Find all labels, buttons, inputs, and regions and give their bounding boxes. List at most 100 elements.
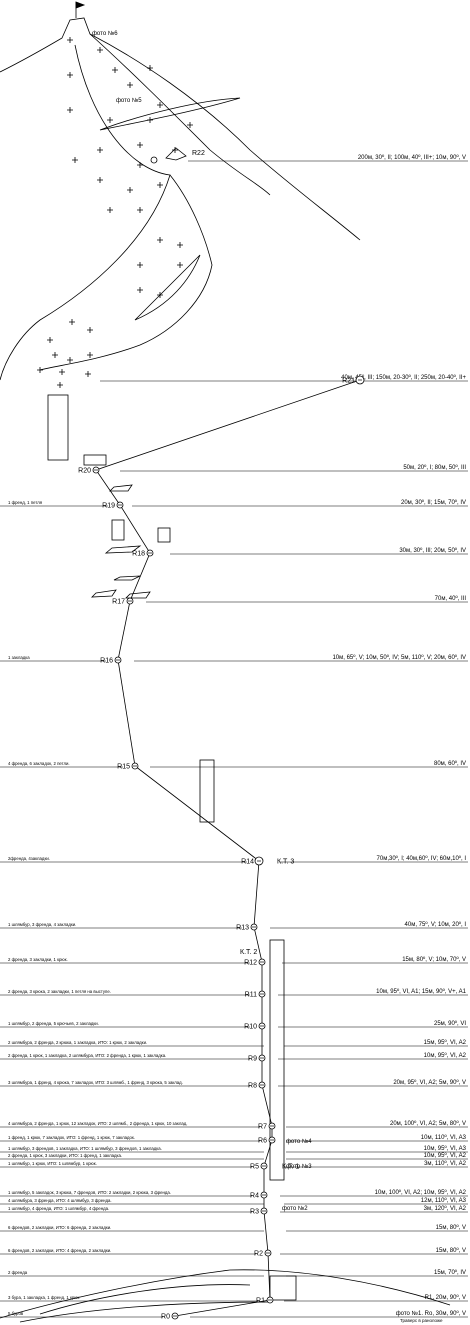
station-label: R15 (117, 764, 130, 771)
station-label: R19 (102, 503, 115, 510)
pitch-description: 80м, 60º, IV (434, 760, 466, 767)
gear-list: 2 френда, 1 крюк, 3 закладки, ИТО: 1 фре… (8, 1153, 122, 1158)
snow-cross (52, 352, 58, 358)
station-label: R7 (258, 1124, 267, 1131)
pitch-row: 70м,30º, I; 40м,60º, IV; 60м,10º, I 2френ… (0, 855, 468, 866)
base-slope (0, 1269, 451, 1319)
pitch-row: 3м, 110º, VI, A2 1 шлямбур, 1 крюк, ИТО: … (0, 1160, 468, 1171)
station-label: R22 (192, 150, 205, 157)
gear-list: 6 френдов, 2 закладки, ИТО: 6 френда, 2 … (8, 1225, 111, 1230)
snow-cross (97, 147, 103, 153)
pitch-description: фото №1. Ro, 30м, 90º, V (396, 1310, 466, 1317)
pitch-row: 10м, 100º, VI, A2; 10м, 95º, VI, A21 шля… (0, 1189, 468, 1200)
pitch-description: 30м, 30º, III; 20м, 50º, IV (399, 547, 466, 554)
pitch-row: 12м, 110º, VI, A34 шлямбура, 3 френда, И… (0, 1197, 468, 1205)
station-label: R2 (254, 1251, 263, 1258)
pitch-row: 10м, 95º, VI, A22 френда, 1 крюк, 3 закл… (0, 1152, 468, 1160)
snow-cross (112, 67, 118, 73)
pitch-row: 15м, 70º, IV2 френда (0, 1269, 468, 1277)
snow-cross (97, 177, 103, 183)
snow-cross (37, 367, 43, 373)
pitch-description: 3м, 110º, VI, A2 (424, 1160, 467, 1167)
pitch-description: 40м, 75º, V; 10м, 20º, I (405, 921, 467, 928)
pitch-description: 25м, 90º, VI (434, 1020, 466, 1027)
pitch-row: 25м, 90º, VI 1 шлямбур, 2 френда, 5 крючь… (0, 1020, 468, 1031)
ledge-4 (125, 591, 151, 599)
rock-slab-5 (199, 759, 215, 823)
rock-slab (47, 394, 69, 461)
pitch-row: 10м, 95º, VI, A2 2 френда, 1 крюк, 1 закл… (0, 1052, 468, 1063)
gear-list: 4 френда, 6 закладок, 2 петли. (8, 761, 70, 766)
gear-list: 6 френдов, 2 закладки, ИТО: 4 френда, 2 … (8, 1248, 111, 1253)
gear-list: 1 шлямбур, 1 крюк, ИТО: 1 шлямбур, 1 крю… (8, 1161, 97, 1166)
flag-icon (75, 1, 86, 9)
snow-cross (69, 319, 75, 325)
station-label: R4 (250, 1193, 259, 1200)
ledge-2 (113, 575, 141, 581)
gear-list: 2 френда, 1 крюк, 1 закладка, 2 шлямбура… (8, 1053, 166, 1058)
gear-list: 1 френд, 1 петля (8, 500, 43, 505)
snow-cross (187, 122, 193, 128)
ledge (104, 545, 142, 554)
snow-cross (87, 352, 93, 358)
pitch-description: 10м, 110º, VI, A3 (421, 1134, 467, 1141)
pitch-row: 80м, 60º, IV 4 френда, 6 закладок, 2 петл… (0, 760, 468, 771)
station-label: R11 (245, 992, 257, 999)
snow-cross (147, 117, 153, 123)
snow-cross (147, 65, 153, 71)
snow-cross (67, 357, 73, 363)
snow-cross (137, 162, 143, 168)
pitch-description: 70м,30º, I; 40м,60º, IV; 60м,10º, I (377, 855, 467, 862)
pitch-description: 15м, 80º, V; 10м, 70º, V (402, 956, 466, 963)
ledge-3 (90, 589, 117, 598)
gear-list: 2френда, 4закладки. (8, 856, 50, 861)
gear-list: 1 шлямбур, 2 френда, 5 крючьев, 2 заклад… (8, 1021, 99, 1026)
pitch-description: 40м, 45º, III; 150м, 20-30º, II; 250м, 2… (341, 374, 466, 381)
station-label: R3 (250, 1209, 259, 1216)
gear-list: 5 буров (8, 1311, 24, 1316)
snow-cross (67, 107, 73, 113)
control-point-label: К.Т. 1 (282, 1164, 299, 1171)
gear-list: 3 бура, 1 закладка, 1 френд, 1 крюк (8, 1295, 79, 1300)
station-label: R0 (161, 1314, 170, 1321)
photo-label: фото №4 (286, 1138, 312, 1145)
pitch-description: 15м, 95º, VI, A2 (424, 1039, 467, 1046)
summit-ridge-right (89, 33, 361, 241)
pitch-description: 20м, 95º, VI, A2; 5м, 90º, V (393, 1079, 466, 1086)
base-slope-2 (39, 1284, 251, 1315)
station-label: R1 (256, 1298, 265, 1305)
snow-cross (97, 47, 103, 53)
pitch-row: 10м, 110º, VI, A31 френд, 1 крюк, 7 закл… (0, 1134, 468, 1145)
pitch-row: 15м, 80º, V6 френдов, 2 закладки, ИТО: 6… (0, 1224, 468, 1232)
gear-list: 2 френда (8, 1270, 28, 1275)
pitch-description: 10м, 95º, VI, A2 (424, 1052, 467, 1059)
snow-cross (87, 327, 93, 333)
terrain (0, 1, 451, 1323)
pitch-row: 40м, 45º, III; 150м, 20-30º, II; 250м, 2… (100, 374, 468, 385)
pitch-description: 20м, 100º, VI, A2; 5м, 80º, V (390, 1120, 466, 1127)
pitch-description: 20м, 30º, II; 15м, 70º, IV (401, 499, 466, 506)
station-label: R10 (244, 1024, 257, 1031)
pitch-description: 10м, 95º, VI, A1; 15м, 90º, V+, A1 (376, 988, 467, 995)
station-label: R13 (236, 925, 249, 932)
belay-station-icon (150, 156, 158, 164)
control-point-label: К.Т. 2 (240, 949, 257, 956)
station-label: R14 (241, 859, 254, 866)
snow-cross (107, 117, 113, 123)
station-label: R12 (244, 960, 257, 967)
pitch-row: 15м, 95º, VI, A2 2 шлямбура, 2 френда, 2 … (0, 1039, 468, 1047)
station-label: R9 (248, 1056, 257, 1063)
snow-cross (57, 382, 63, 388)
route-path (95, 379, 361, 1317)
gear-list: 4 шлямбура, 2 френда, 1 крюк, 12 закладо… (8, 1121, 187, 1126)
snow-cross (137, 287, 143, 293)
snow-cross (107, 207, 113, 213)
snow-cross (157, 292, 163, 298)
ledge-5 (109, 484, 133, 492)
snow-crosses (37, 37, 193, 388)
gear-list: 2 шлямбура, 2 френда, 2 крюка, 1 закладк… (8, 1040, 147, 1045)
